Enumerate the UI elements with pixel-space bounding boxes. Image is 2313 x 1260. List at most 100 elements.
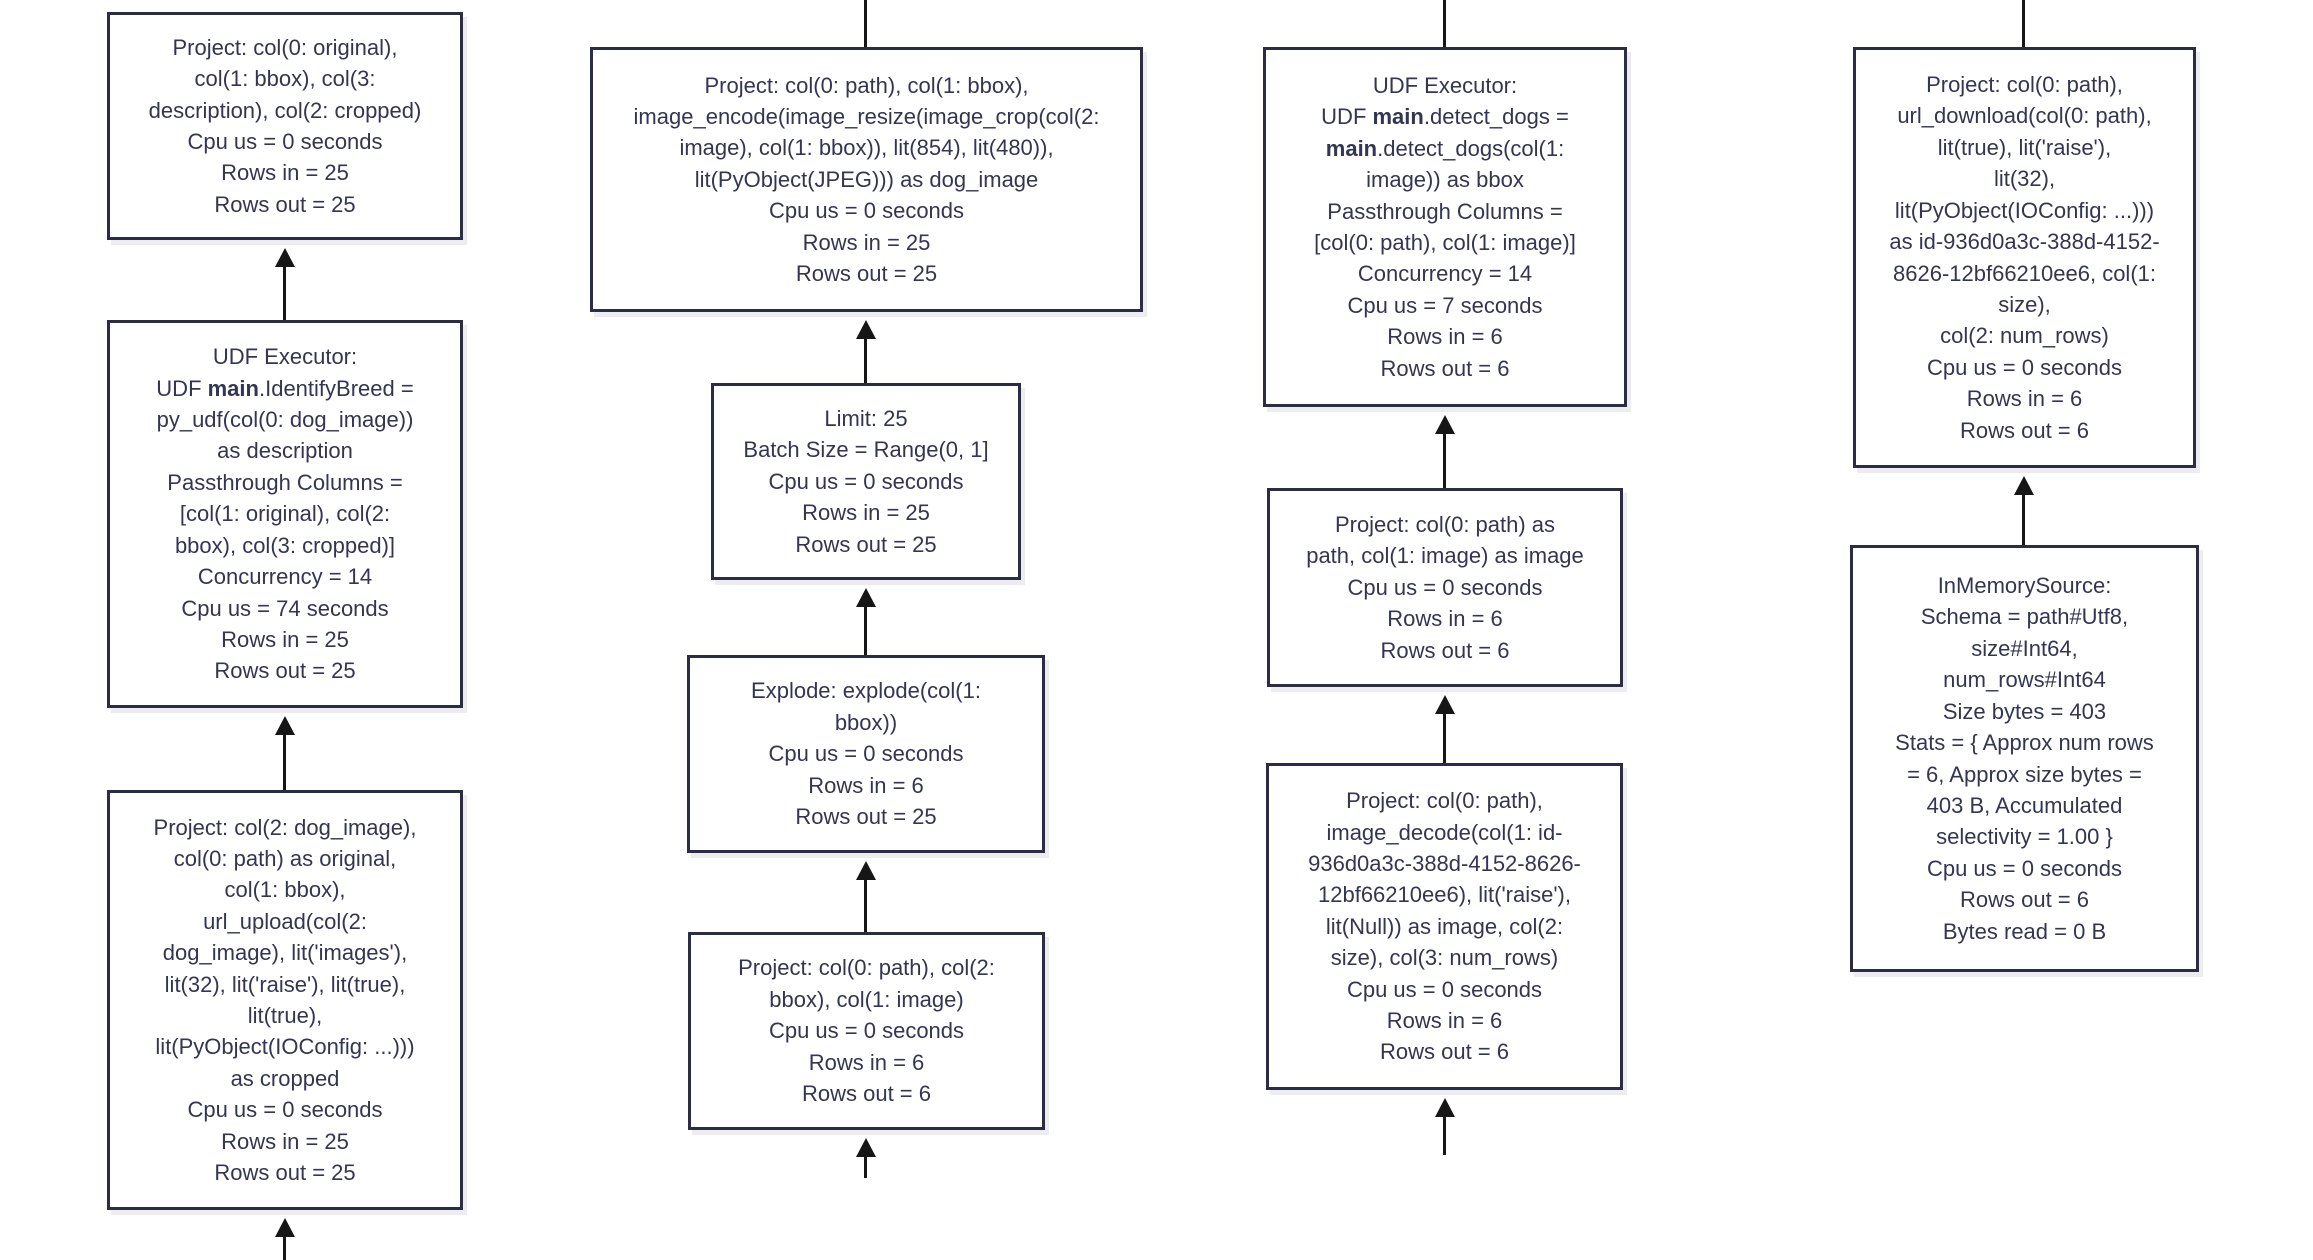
node-text-line: Limit: 25 [824, 405, 908, 431]
node-text-line: num_rows#Int64 [1943, 667, 2106, 693]
node-text-line: Concurrency = 14 [197, 564, 373, 590]
arrow-up-head [275, 1218, 295, 1237]
node-text-line: Cpu us = 0 seconds [187, 1097, 383, 1123]
node-text-line: Concurrency = 14 [1357, 261, 1533, 287]
node-text-line: lit(Null)) as image, col(2: [1325, 913, 1564, 939]
node-text-line: Project: col(2: dog_image), [153, 814, 417, 840]
node-explode-bbox: Explode: explode(col(1:bbox))Cpu us = 0 … [687, 655, 1045, 853]
node-project-final-columns: Project: col(0: original), col(1: bbox), … [107, 12, 463, 240]
node-project-image-decode: Project: col(0: path),image_decode(col(1… [1266, 763, 1623, 1090]
node-text-line: as cropped [230, 1065, 340, 1091]
node-text-line: Rows in = 25 [802, 500, 930, 526]
node-text-line: Rows out = 6 [1959, 887, 2089, 913]
node-text-line: Rows in = 6 [808, 772, 924, 798]
node-text-line: Cpu us = 0 seconds [768, 468, 964, 494]
node-text-line: lit(32), lit('raise'), lit(true), [164, 971, 406, 997]
node-text-line: 12bf66210ee6), lit('raise'), [1318, 882, 1571, 908]
node-text-line: Rows in = 6 [1387, 606, 1503, 632]
node-text-line: Cpu us = 0 seconds [1346, 976, 1543, 1002]
node-text-line: Batch Size = Range(0, 1] [743, 437, 989, 463]
node-text-line: Rows in = 25 [221, 626, 349, 652]
node-inmemory-source: InMemorySource:Schema = path#Utf8,size#I… [1850, 545, 2199, 972]
node-text-line: url_upload(col(2: [203, 908, 367, 934]
edge-top-pipeline-4 [2022, 0, 2025, 47]
arrow-up-head [856, 320, 876, 339]
node-text-line: as description [217, 438, 353, 464]
node-text-line: [col(0: path), col(1: image)] [1314, 230, 1576, 255]
node-text-line: Rows out = 6 [1959, 417, 2089, 443]
arrow-into-project-path-bbox-image-shaft [864, 1155, 867, 1178]
node-text-line: as id-936d0a3c-388d-4152- [1889, 229, 2160, 255]
node-text-line: size), [1998, 291, 2051, 317]
node-text-line: Rows out = 25 [214, 658, 356, 684]
node-text-line: lit(PyObject(JPEG))) as dog_image [694, 166, 1039, 192]
node-text-line: Rows out = 6 [1379, 1039, 1509, 1065]
node-text-line: UDF main.IdentifyBreed = [156, 375, 414, 401]
node-text-line: Project: col(0: path), col(1: bbox), [704, 72, 1029, 98]
node-text-line: Cpu us = 74 seconds [181, 595, 389, 621]
arrow-up-head [275, 248, 295, 267]
node-text-line: Project: col(0: path), [1926, 72, 2123, 98]
arrow-explode-to-limit-shaft [864, 605, 867, 655]
arrow-up-head [856, 1138, 876, 1157]
node-text-line: image), col(1: bbox)), lit(854), lit(480… [679, 135, 1054, 161]
node-text-line: Cpu us = 0 seconds [1926, 354, 2123, 380]
node-text-line: Project: col(0: path) as [1334, 511, 1556, 537]
node-text-line: Stats = { Approx num rows [1895, 730, 2154, 756]
node-text-line: Cpu us = 0 seconds [768, 198, 965, 224]
node-text-line: Rows out = 25 [214, 1160, 356, 1186]
node-text-line: 8626-12bf66210ee6, col(1: [1893, 260, 2156, 286]
arrow-into-image-decode-shaft [1443, 1115, 1446, 1155]
node-text-line: Rows out = 6 [1380, 355, 1510, 381]
node-text-line: Rows out = 6 [801, 1081, 931, 1107]
node-text-line: Project: col(0: path), col(2: [738, 955, 995, 981]
node-text-line: Cpu us = 7 seconds [1347, 292, 1543, 318]
node-text-line: lit(true), lit('raise'), [1937, 134, 2112, 160]
node-text-line: image)) as bbox [1366, 167, 1524, 193]
node-text-line: Passthrough Columns = [1327, 198, 1563, 224]
node-project-url-download: Project: col(0: path),url_download(col(0… [1853, 47, 2196, 468]
node-text-line: selectivity = 1.00 } [1936, 824, 2113, 850]
node-text-line: 936d0a3c-388d-4152-8626- [1308, 850, 1581, 876]
node-text-line: Rows in = 25 [221, 1128, 349, 1154]
node-text-line: Rows in = 6 [1387, 324, 1503, 350]
node-text-line: Rows out = 25 [214, 191, 356, 217]
node-text-line: InMemorySource: [1937, 573, 2112, 599]
node-text-line: Project: col(0: original), [172, 34, 398, 60]
node-text-line: image_encode(image_resize(image_crop(col… [633, 103, 1100, 129]
node-text-line: col(1: bbox), col(3: [194, 66, 376, 92]
node-text-line: Size bytes = 403 [1942, 698, 2107, 724]
node-text-line: Rows out = 25 [795, 531, 937, 557]
node-text-line: lit(PyObject(IOConfig: ...))) [155, 1034, 415, 1060]
arrow-up-head [1435, 415, 1455, 434]
node-text-line: Project: col(0: path), [1346, 788, 1543, 814]
arrow-project-to-explode-shaft [864, 878, 867, 932]
node-text-line: Cpu us = 0 seconds [187, 129, 383, 154]
node-text-line: Rows in = 6 [808, 1049, 925, 1075]
node-text-line: bbox)) [834, 709, 898, 735]
arrow-inmemory-to-url-download-shaft [2022, 493, 2025, 545]
node-text-line: dog_image), lit('images'), [162, 940, 408, 966]
node-text-line: Rows out = 25 [795, 261, 938, 287]
node-project-image-encode: Project: col(0: path), col(1: bbox), imag… [590, 47, 1143, 312]
node-text-line: Bytes read = 0 B [1942, 918, 2107, 944]
node-text-line: size#Int64, [1971, 635, 2078, 661]
arrow-up-head [275, 716, 295, 735]
arrow-up-head [2014, 476, 2034, 495]
node-text-line: Cpu us = 0 seconds [768, 1018, 965, 1044]
arrow-up-head [1435, 695, 1455, 714]
node-text-line: bbox), col(3: cropped)] [174, 532, 396, 558]
node-text-line: Cpu us = 0 seconds [768, 741, 964, 767]
node-text-line: Rows in = 6 [1966, 386, 2083, 412]
node-udf-detect-dogs: UDF Executor:UDF main.detect_dogs =main.… [1263, 47, 1627, 407]
node-text-line: Rows out = 25 [795, 804, 937, 830]
node-udf-identifybreed: UDF Executor:UDF main.IdentifyBreed =py_… [107, 320, 463, 708]
arrow-into-url-upload-shaft [283, 1235, 286, 1260]
node-text-line: lit(PyObject(IOConfig: ...))) [1894, 197, 2155, 223]
node-text-line: 403 B, Accumulated [1926, 792, 2123, 818]
node-text-line: Rows out = 6 [1380, 637, 1510, 663]
node-text-line: = 6, Approx size bytes = [1907, 761, 2142, 787]
node-text-line: Passthrough Columns = [167, 469, 403, 495]
node-text-line: UDF Executor: [212, 344, 358, 370]
